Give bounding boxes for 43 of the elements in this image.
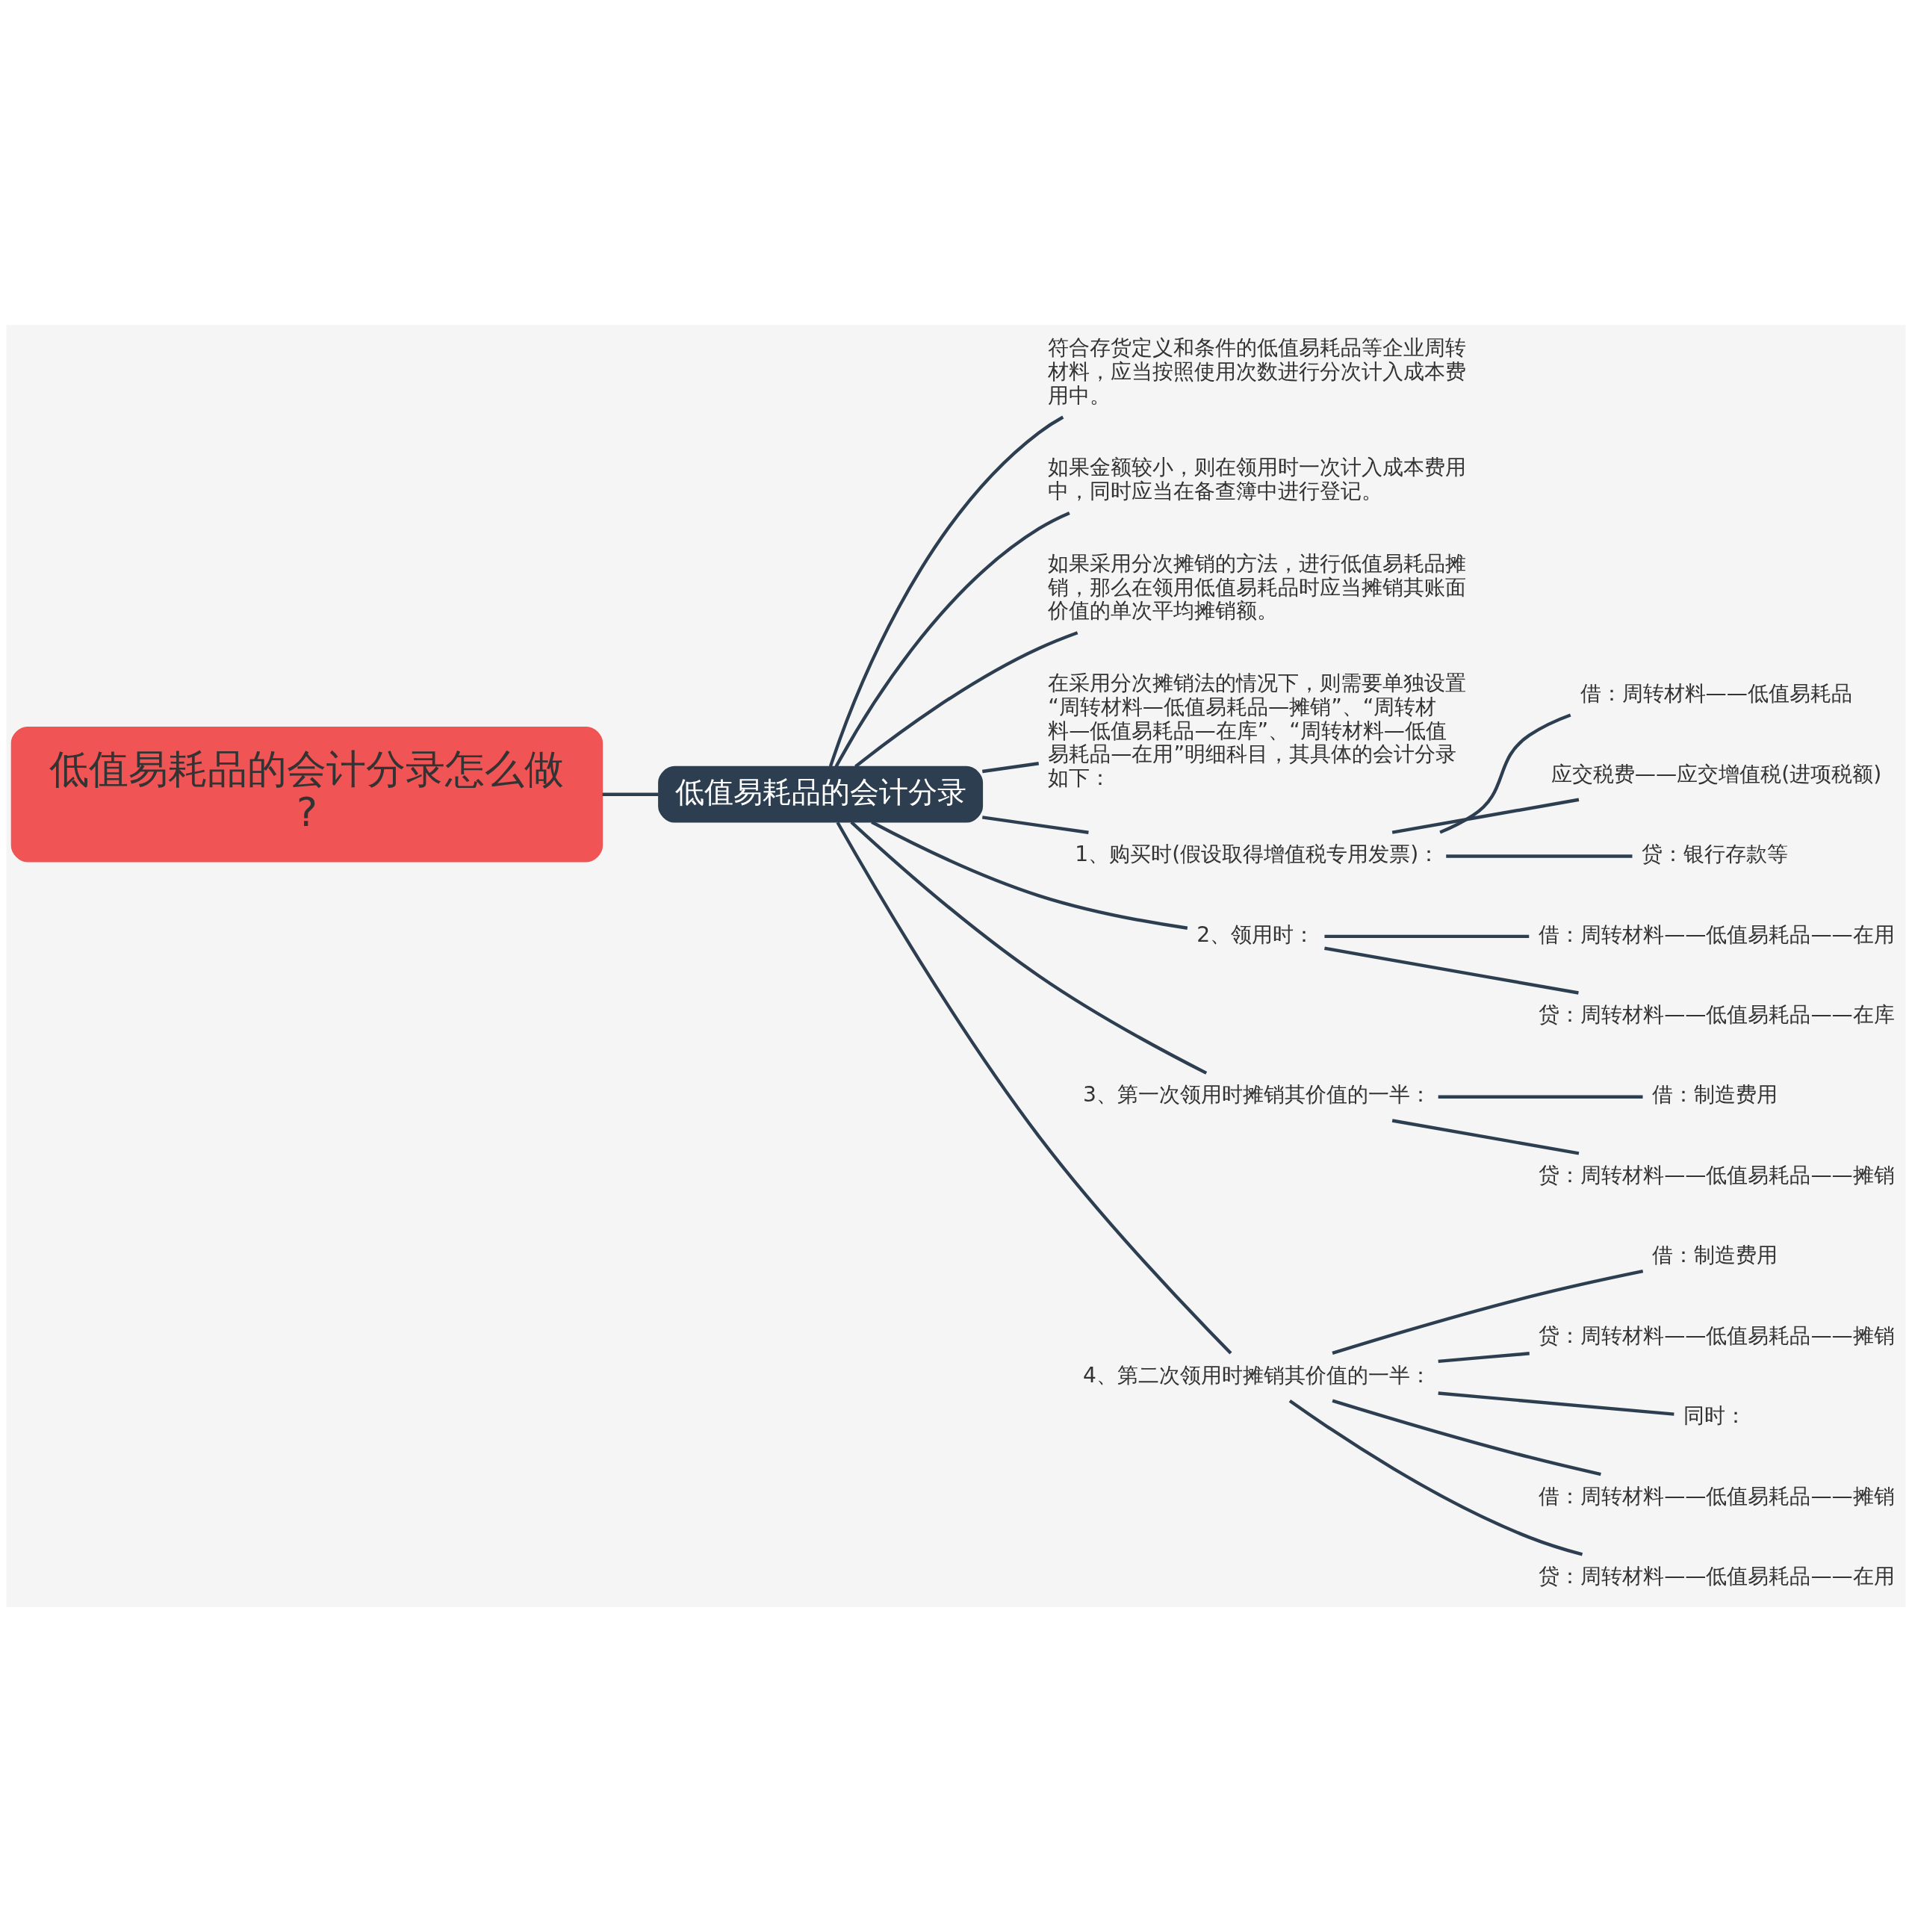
node-text: 借：制造费用: [1652, 1082, 1778, 1108]
connector: [1439, 713, 1571, 834]
connector: [850, 821, 1208, 1075]
node-text: 借：周转材料——低值易耗品——在用: [1539, 922, 1895, 947]
connector: [1391, 798, 1580, 834]
connector: [828, 415, 1064, 767]
node-text: 贷：周转材料——低值易耗品——摊销: [1539, 1162, 1895, 1187]
connector: [982, 762, 1040, 774]
connector: [602, 792, 659, 796]
node-text: 贷：周转材料——低值易耗品——摊销: [1539, 1323, 1895, 1348]
node-text: 贷：周转材料——低值易耗品——在用: [1539, 1563, 1895, 1588]
node-box: 低值易耗品的会计分录怎么做?: [10, 727, 603, 863]
connector: [1438, 1391, 1674, 1416]
node-text: 1、购买时(假设取得增值税专用发票)：: [1075, 842, 1440, 867]
connector: [871, 820, 1188, 930]
node-text: 应交税费——应交增值税(进项税额): [1551, 761, 1882, 786]
connector: [982, 816, 1089, 834]
connector: [854, 631, 1078, 768]
connector: [836, 821, 1232, 1355]
node-text: 在采用分次摊销法的情况下，则需要单独设置“周转材料—低值易耗品—摊销”、“周转材料—低值易耗品—在库”、“周转材料—低值易耗品—在用”明细科目，其具体的会计分录如下：: [1048, 671, 1467, 791]
connector: [1288, 1399, 1583, 1556]
node-text: 贷：银行存款等: [1642, 842, 1789, 867]
connector: [1332, 1269, 1644, 1355]
node-text: 同时：: [1683, 1403, 1746, 1429]
connector: [834, 512, 1070, 768]
node-text: 借：周转材料——低值易耗品: [1580, 681, 1852, 706]
node-box: 低值易耗品的会计分录: [658, 765, 984, 823]
node-text: 借：制造费用: [1652, 1243, 1778, 1268]
connector: [1324, 934, 1530, 939]
connector: [1446, 854, 1633, 858]
connector: [1332, 1399, 1601, 1476]
node-text: 2、领用时：: [1196, 922, 1315, 947]
node-text: 贷：周转材料——低值易耗品——在库: [1539, 1001, 1895, 1027]
node-text: 如果采用分次摊销的方法，进行低值易耗品摊销，那么在领用低值易耗品时应当摊销其账面价值的单次平均摊销额。: [1048, 550, 1467, 624]
node-text: 如果金额较小，则在领用时一次计入成本费用中，同时应当在备查簿中进行登记。: [1048, 455, 1467, 504]
node-text: 4、第二次领用时摊销其价值的一半：: [1082, 1362, 1431, 1388]
connector: [1324, 946, 1579, 995]
connector: [1438, 1095, 1643, 1099]
node-text: 3、第一次领用时摊销其价值的一半：: [1082, 1082, 1431, 1108]
connector: [1391, 1119, 1580, 1155]
connector: [1438, 1352, 1530, 1364]
node-text: 借：周转材料——低值易耗品——摊销: [1539, 1483, 1895, 1509]
node-text: 符合存货定义和条件的低值易耗品等企业周转材料，应当按照使用次数进行分次计入成本费用中。: [1048, 335, 1467, 408]
